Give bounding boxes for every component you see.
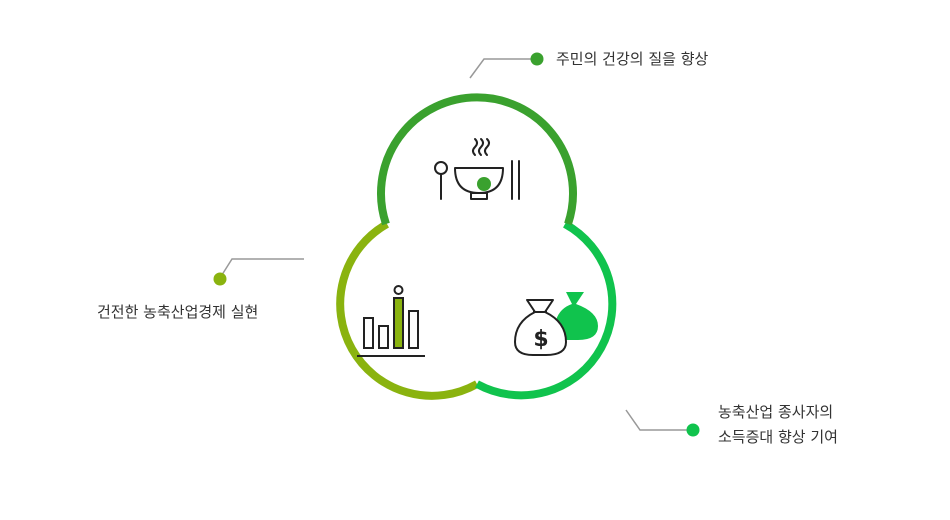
- bar-chart-icon: [357, 285, 425, 357]
- circle-top: [377, 93, 577, 226]
- leader-right: [625, 409, 700, 437]
- label-income-line-1: 농축산업 종사자의: [718, 403, 834, 421]
- label-income-increase: 농축산업 종사자의 소득증대 향상 기여: [718, 400, 838, 450]
- label-health-quality: 주민의 건강의 질을 향상: [556, 50, 709, 68]
- label-sound-economy: 건전한 농축산업경제 실현: [97, 303, 259, 321]
- circle-right: [475, 220, 617, 400]
- label-income-line-2: 소득증대 향상 기여: [718, 428, 838, 446]
- svg-text:$: $: [533, 327, 548, 352]
- circle-left: [336, 220, 479, 400]
- meal-bowl-icon: [434, 138, 520, 200]
- leader-top: [469, 52, 544, 79]
- money-bags-icon: $: [514, 292, 598, 356]
- leader-left: [213, 258, 304, 286]
